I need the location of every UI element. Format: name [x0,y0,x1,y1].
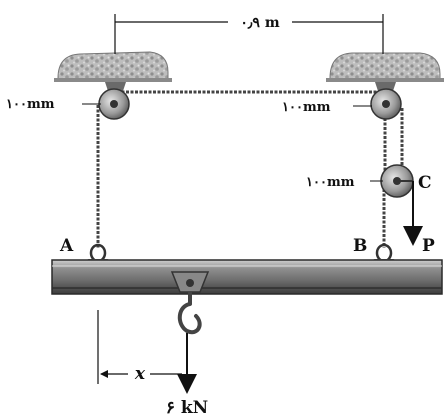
load-hook [170,271,210,335]
pulley-c [380,164,414,198]
pulley-right-top-label: ۱۰۰mm [282,100,331,115]
pulley-left-label: ۱۰۰mm [6,97,55,112]
point-c-label: C [418,173,432,193]
point-a-label: A [59,236,74,256]
ceiling-support-left [54,51,172,82]
span-dimension [114,14,384,54]
rope [96,90,404,248]
beam [51,259,443,295]
pulley-left [98,88,130,120]
pulley-c-label: ۱۰۰mm [306,175,355,190]
span-label: ۰٫۹ m [240,15,279,31]
point-b-label: B [353,236,367,256]
ceiling-support-right [326,52,444,82]
distance-x-dimension [97,310,182,384]
load-label: ۶ kN [166,398,208,418]
pulley-right-top [370,88,402,120]
force-p-label: P [422,236,435,256]
distance-x-label: x [134,364,146,384]
